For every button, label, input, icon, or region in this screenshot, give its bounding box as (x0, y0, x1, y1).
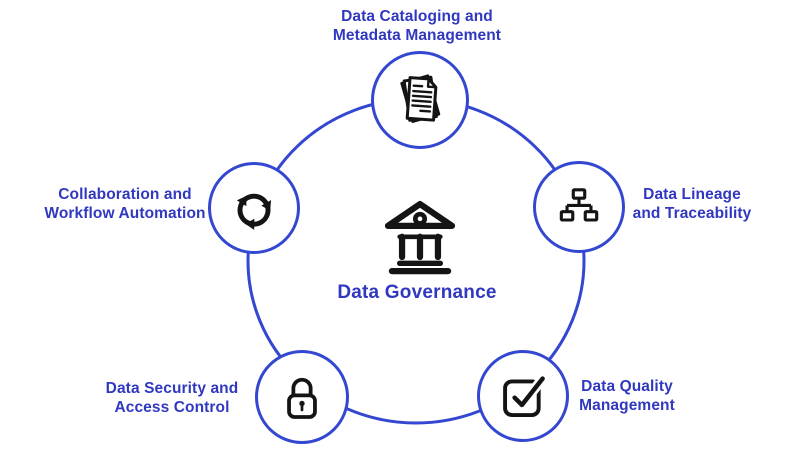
lock-icon (287, 377, 317, 419)
label-line: Data Cataloging and (341, 8, 493, 25)
node-data-security (255, 350, 349, 444)
checkbox-icon (503, 373, 548, 417)
node-data-quality (477, 350, 569, 442)
node-data-lineage (533, 161, 625, 253)
node-label-data-lineage: Data Lineage and Traceability (572, 185, 800, 223)
node-label-data-cataloging: Data Cataloging and Metadata Management (297, 7, 537, 45)
hierarchy-icon (559, 188, 599, 222)
label-line: Management (579, 397, 675, 414)
label-line: Collaboration and (58, 186, 192, 203)
diagram-title: Data Governance (337, 282, 497, 303)
node-collaboration (208, 162, 300, 254)
label-line: Access Control (114, 399, 230, 416)
node-label-data-security: Data Security and Access Control (52, 379, 292, 417)
label-line: Data Lineage (643, 186, 741, 203)
label-line: Metadata Management (332, 27, 502, 44)
documents-icon (400, 74, 441, 123)
label-line: Workflow Automation (44, 205, 206, 222)
node-data-cataloging (371, 51, 469, 149)
label-line: Data Security and (105, 380, 239, 397)
label-line: Data Quality (581, 378, 673, 395)
node-label-data-quality: Data Quality Management (507, 377, 747, 415)
label-line: and Traceability (632, 205, 752, 222)
node-label-collaboration: Collaboration and Workflow Automation (5, 185, 245, 223)
bank-icon (384, 200, 456, 275)
recycle-icon (236, 193, 272, 230)
